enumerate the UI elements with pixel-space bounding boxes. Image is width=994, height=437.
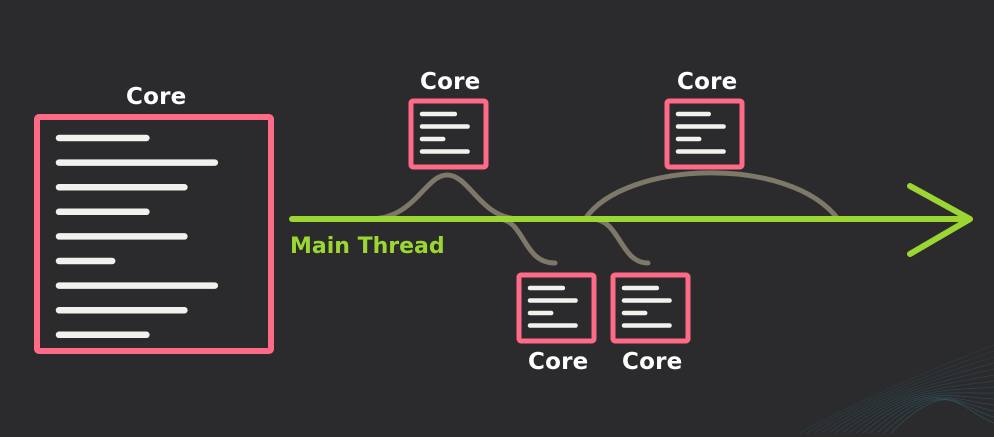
core-box-border (408, 98, 489, 170)
mesh-strand (876, 398, 994, 434)
core-box-border (516, 272, 597, 344)
mesh-strand (869, 396, 994, 434)
mesh-strand (820, 362, 994, 434)
mesh-strand (841, 380, 994, 434)
core-box-border (664, 98, 745, 170)
core-label-bottom-1: Core (528, 349, 589, 375)
core-box-core-top-1 (408, 98, 489, 170)
core-box-main-core (34, 114, 274, 354)
mesh-strand (806, 350, 994, 434)
mesh-strand (855, 392, 994, 434)
core-label-main: Core (126, 84, 187, 110)
mesh-strand (890, 399, 994, 434)
mesh-strand (834, 374, 994, 434)
core-box-core-bottom-2 (610, 272, 691, 344)
mesh-strand (827, 368, 994, 434)
core-box-core-top-2 (664, 98, 745, 170)
branch-curve-to-core-bottom-1 (495, 216, 558, 266)
core-box-border (610, 272, 691, 344)
core-box-core-bottom-1 (516, 272, 597, 344)
mesh-strand (848, 386, 994, 434)
main-thread-label: Main Thread (290, 234, 445, 259)
branch-curve-to-core-top-1 (367, 172, 523, 222)
branch-curve-to-core-bottom-2 (589, 216, 651, 266)
core-label-top-2: Core (677, 69, 738, 95)
mesh-strand (813, 356, 994, 434)
decorative-corner-mesh (799, 344, 994, 434)
main-thread-arrowhead (907, 183, 973, 257)
mesh-strand (799, 344, 994, 434)
mesh-strand (862, 395, 994, 434)
core-label-top-1: Core (420, 69, 481, 95)
branch-curve-to-core-top-2 (582, 170, 841, 222)
core-label-bottom-2: Core (622, 349, 683, 375)
